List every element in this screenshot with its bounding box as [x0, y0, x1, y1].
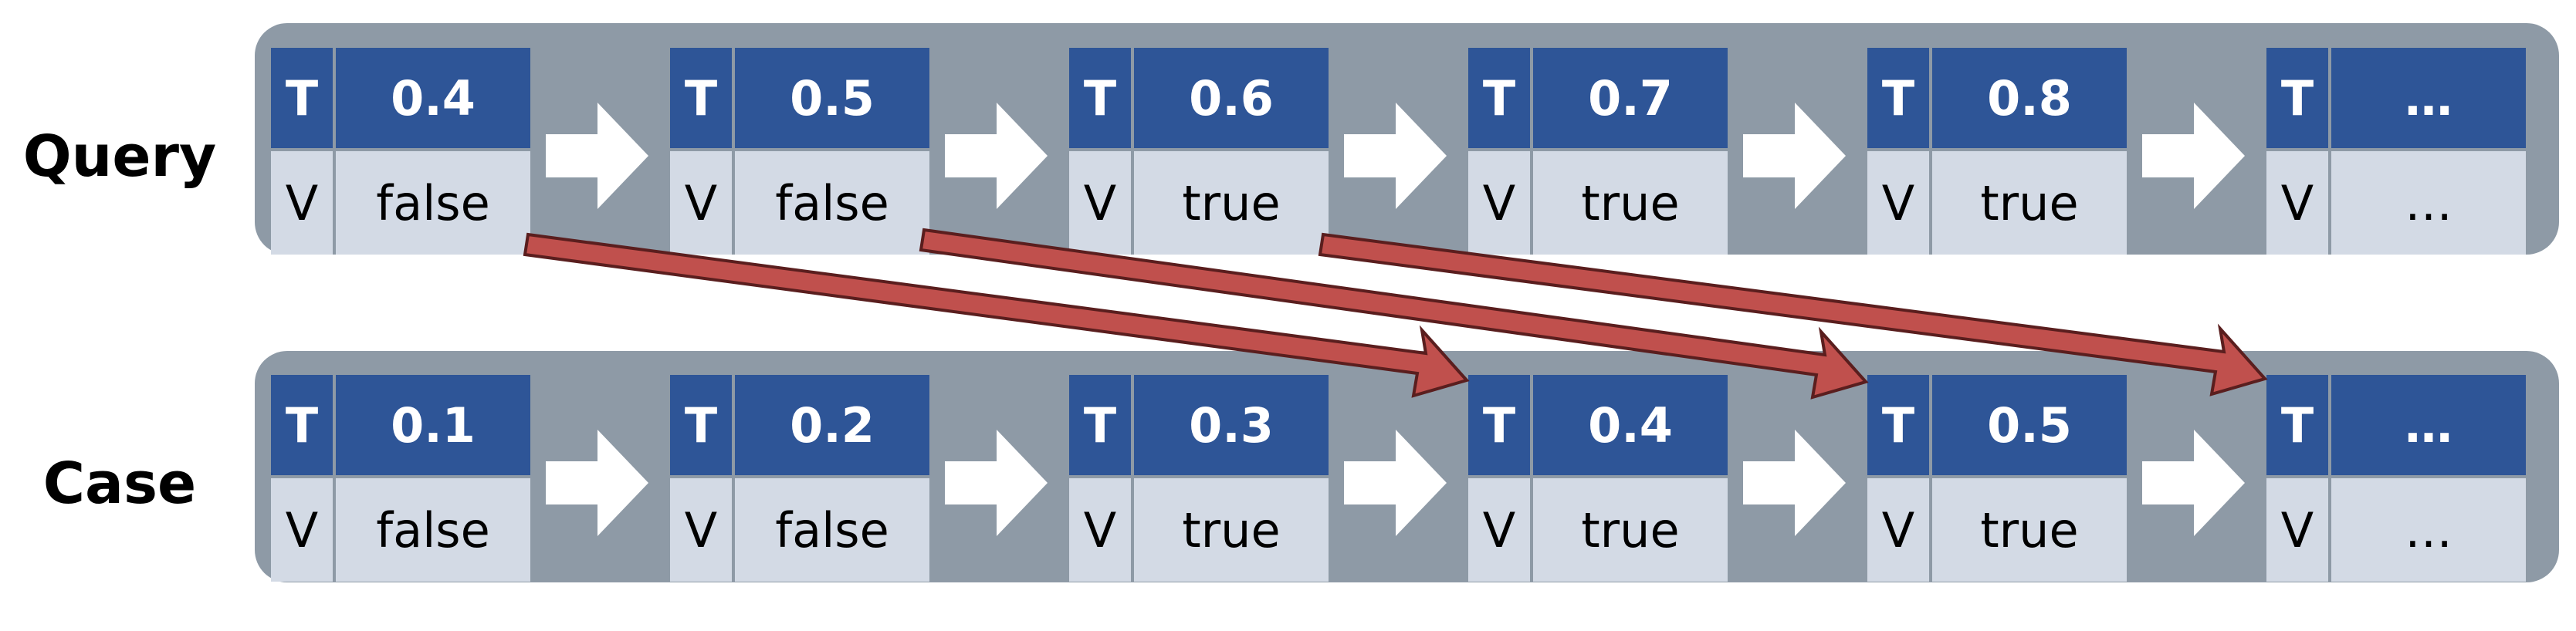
time-label: T: [2266, 375, 2328, 475]
case-cell-5: T 0.5 V true: [1867, 375, 2127, 582]
value-value: …: [2331, 151, 2526, 255]
value-label: V: [2266, 478, 2328, 582]
time-value: 0.5: [735, 48, 929, 148]
time-value: 0.4: [336, 48, 530, 148]
time-label: T: [670, 48, 732, 148]
value-label: V: [1468, 478, 1530, 582]
query-cell-6: T … V …: [2266, 48, 2526, 255]
value-label: V: [670, 478, 732, 582]
time-value: 0.7: [1533, 48, 1728, 148]
time-label: T: [1468, 48, 1530, 148]
value-label: V: [1069, 151, 1131, 255]
query-cell-3: T 0.6 V true: [1069, 48, 1329, 255]
time-value: 0.3: [1134, 375, 1329, 475]
value-label: V: [1468, 151, 1530, 255]
value-label: V: [1867, 151, 1929, 255]
value-value: false: [735, 151, 929, 255]
query-cell-2: T 0.5 V false: [670, 48, 929, 255]
value-label: V: [271, 151, 333, 255]
value-label: V: [670, 151, 732, 255]
value-value: true: [1533, 151, 1728, 255]
case-cell-3: T 0.3 V true: [1069, 375, 1329, 582]
value-value: false: [336, 478, 530, 582]
time-label: T: [2266, 48, 2328, 148]
case-cell-4: T 0.4 V true: [1468, 375, 1728, 582]
case-track: [255, 351, 2559, 582]
query-row-label: Query: [22, 123, 217, 190]
value-value: …: [2331, 478, 2526, 582]
value-label: V: [2266, 151, 2328, 255]
time-value: 0.6: [1134, 48, 1329, 148]
query-cell-5: T 0.8 V true: [1867, 48, 2127, 255]
case-cell-6: T … V …: [2266, 375, 2526, 582]
value-value: false: [735, 478, 929, 582]
query-track: [255, 23, 2559, 255]
value-value: true: [1134, 478, 1329, 582]
value-value: true: [1533, 478, 1728, 582]
query-cell-1: T 0.4 V false: [271, 48, 530, 255]
value-label: V: [1069, 478, 1131, 582]
time-label: T: [1468, 375, 1530, 475]
time-value: 0.2: [735, 375, 929, 475]
value-label: V: [271, 478, 333, 582]
time-label: T: [1069, 48, 1131, 148]
case-cell-2: T 0.2 V false: [670, 375, 929, 582]
time-value: …: [2331, 48, 2526, 148]
value-label: V: [1867, 478, 1929, 582]
case-row-label: Case: [42, 450, 197, 517]
time-label: T: [1069, 375, 1131, 475]
time-value: 0.5: [1932, 375, 2127, 475]
case-cell-1: T 0.1 V false: [271, 375, 530, 582]
time-label: T: [271, 375, 333, 475]
value-value: false: [336, 151, 530, 255]
value-value: true: [1932, 478, 2127, 582]
query-cell-4: T 0.7 V true: [1468, 48, 1728, 255]
time-value: 0.4: [1533, 375, 1728, 475]
time-label: T: [1867, 48, 1929, 148]
value-value: true: [1932, 151, 2127, 255]
time-value: …: [2331, 375, 2526, 475]
time-value: 0.1: [336, 375, 530, 475]
time-label: T: [1867, 375, 1929, 475]
time-value: 0.8: [1932, 48, 2127, 148]
time-label: T: [271, 48, 333, 148]
time-label: T: [670, 375, 732, 475]
value-value: true: [1134, 151, 1329, 255]
